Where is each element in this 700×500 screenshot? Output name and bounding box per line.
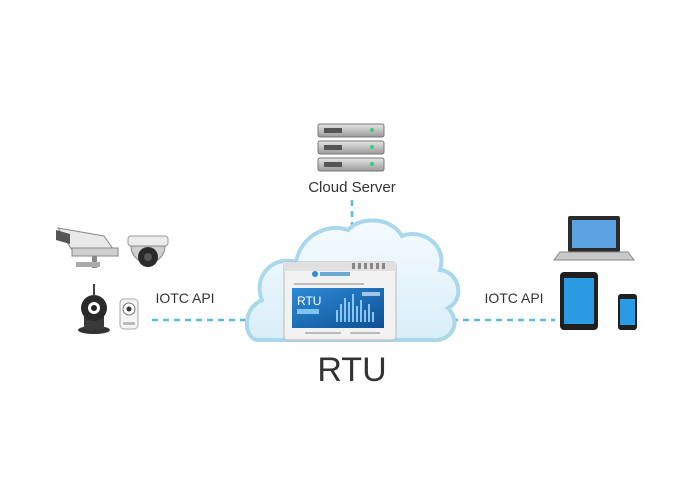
center-label: RTU [317, 351, 386, 389]
surveillance-camera-icon [56, 227, 120, 268]
brand-logo-icon [312, 271, 318, 277]
laptop-icon [553, 216, 635, 261]
cube-camera-icon [119, 298, 139, 330]
rtu-device: RTU [283, 261, 397, 341]
device-title: RTU [297, 294, 321, 308]
right-link-label: IOTC API [484, 290, 543, 306]
server-rack-icon [317, 123, 385, 172]
left-link-label: IOTC API [155, 290, 214, 306]
tablet-icon [560, 272, 598, 330]
ptz-camera-icon [78, 284, 110, 334]
smartphone-icon [618, 294, 637, 330]
server-label: Cloud Server [308, 179, 396, 196]
dome-camera-icon [127, 235, 169, 267]
